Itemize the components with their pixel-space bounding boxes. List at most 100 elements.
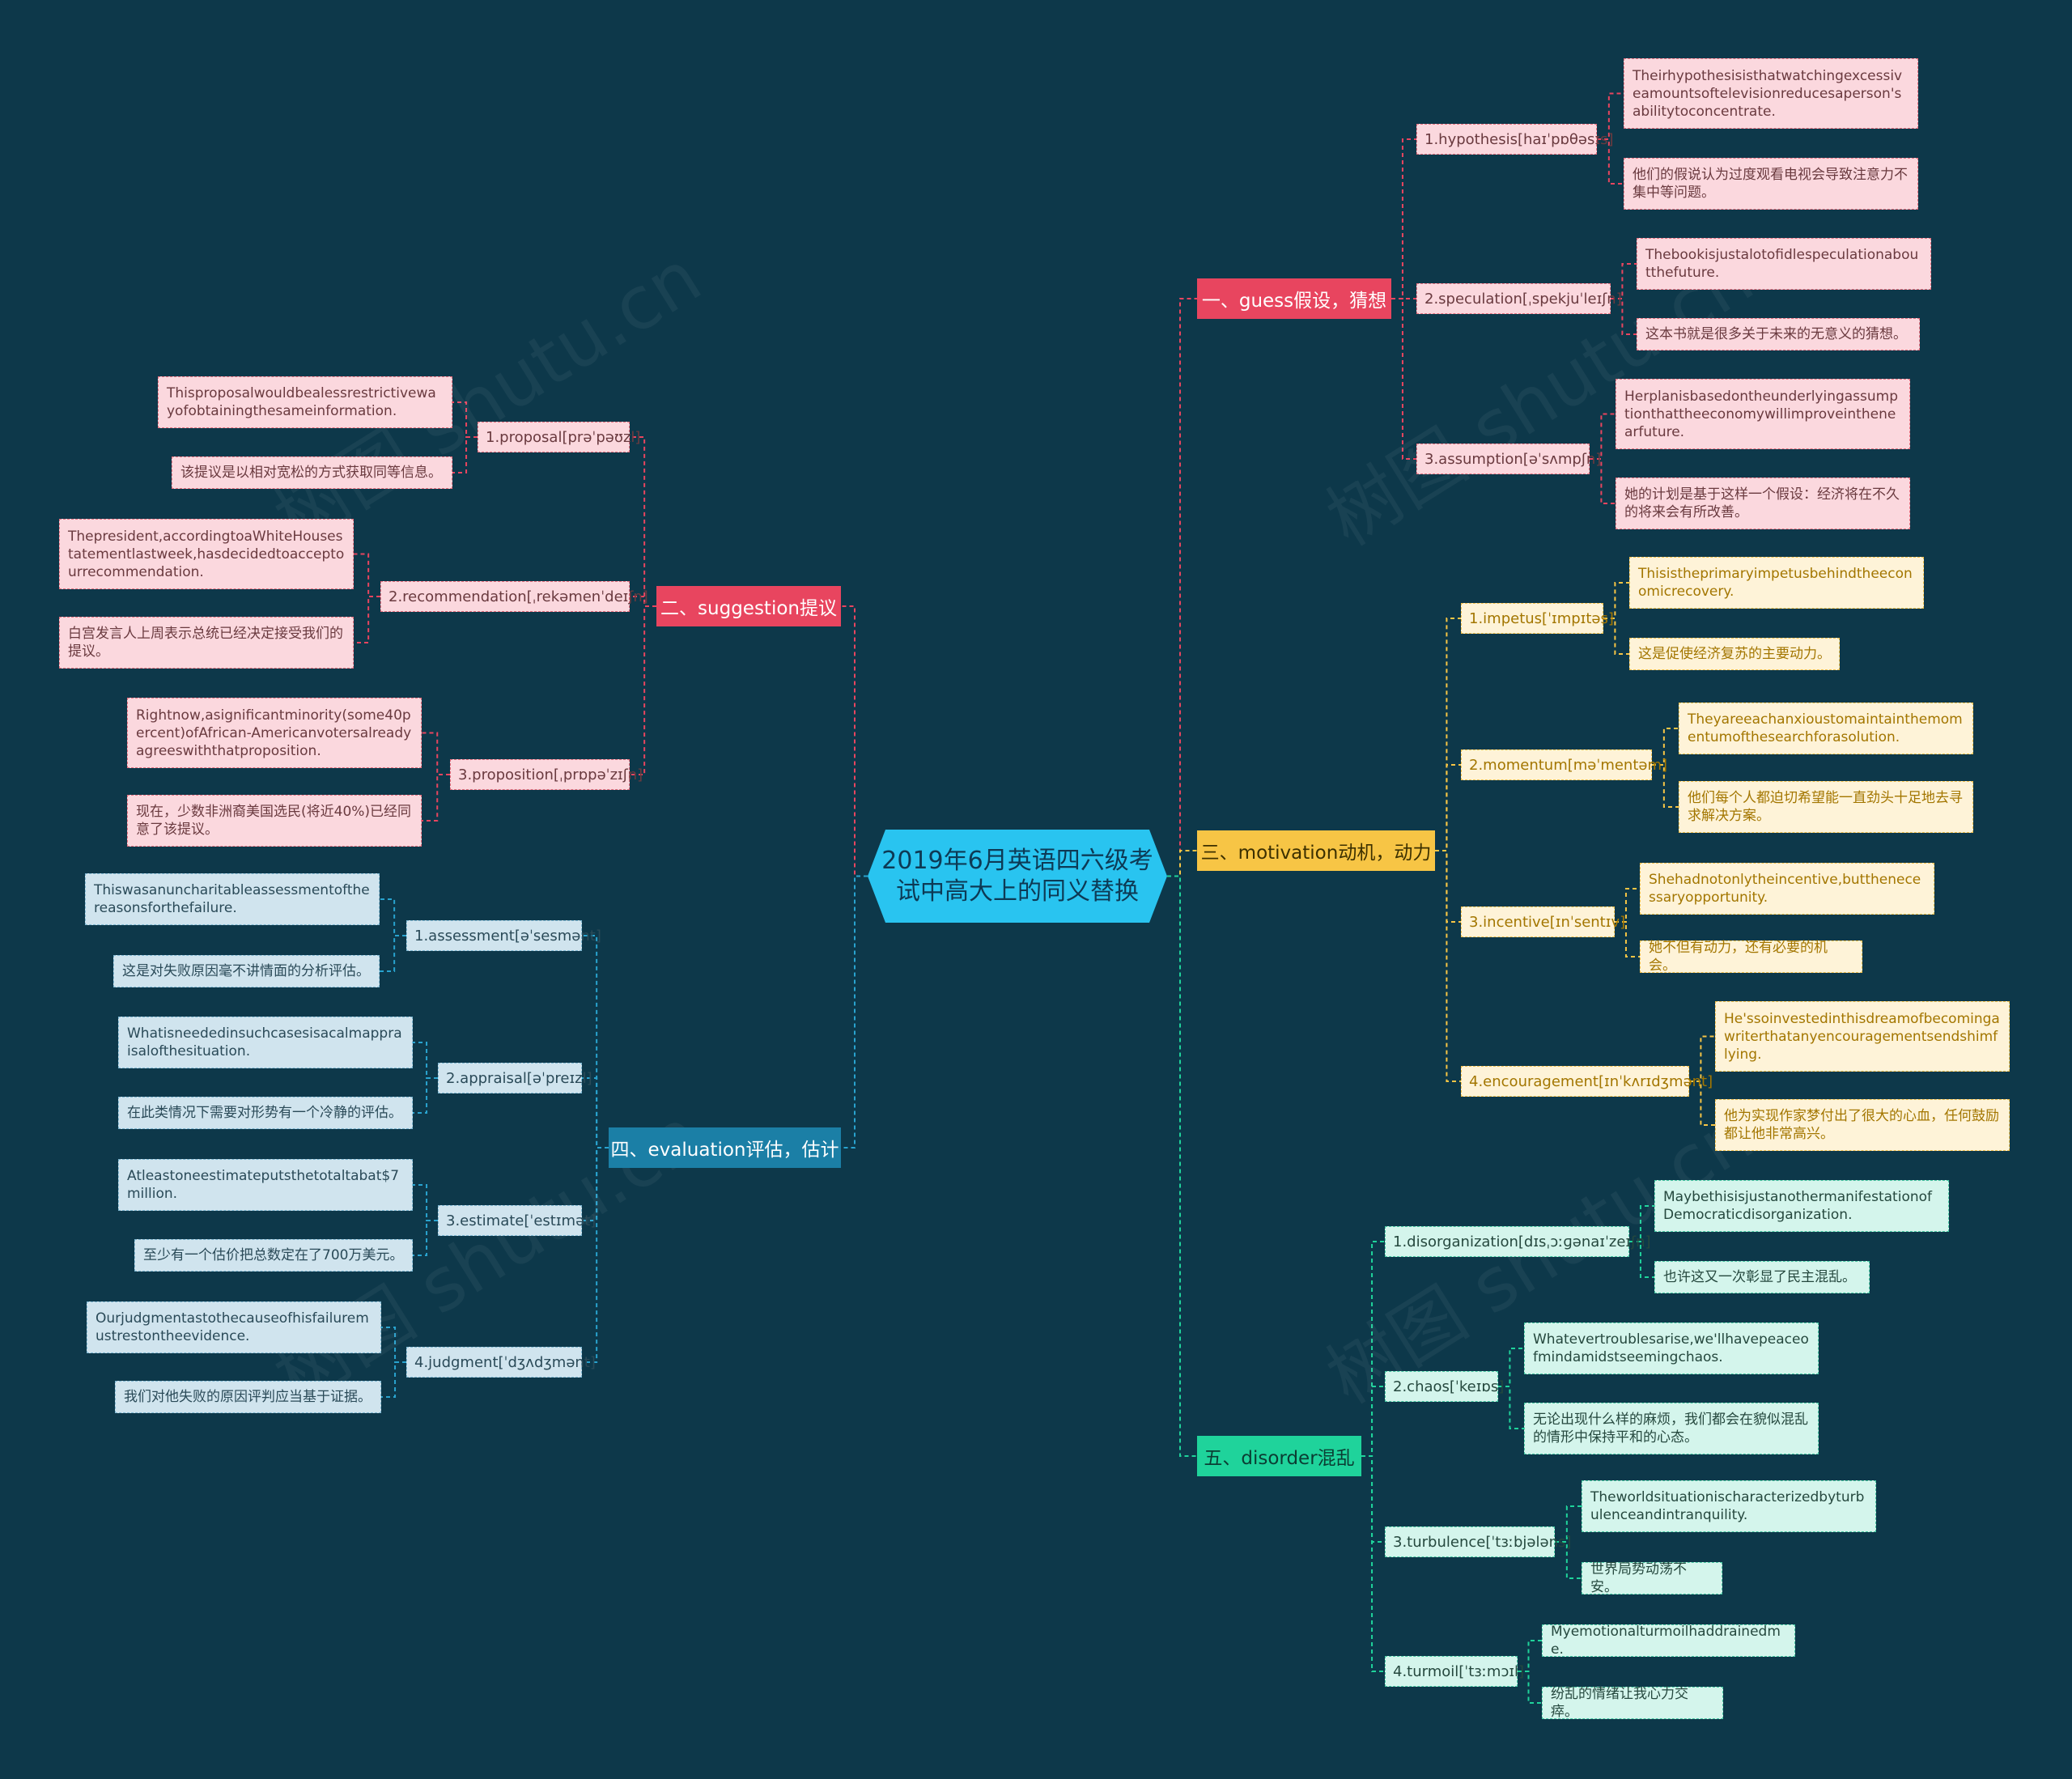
connector — [1652, 728, 1679, 766]
translation: 无论出现什么样的麻烦，我们都会在貌似混乱的情形中保持平和的心态。 — [1524, 1403, 1819, 1454]
term-impetus[interactable]: 1.impetus[ˈɪmpɪtəs] — [1461, 603, 1614, 634]
connector — [630, 436, 656, 607]
example-sentence: He'ssoinvestedinthisdreamofbecomingawrit… — [1715, 1001, 2010, 1072]
term-hypothesis[interactable]: 1.hypothesis[haɪˈpɒθəsɪs] — [1416, 124, 1613, 155]
translation: 在此类情况下需要对形势有一个冷静的评估。 — [118, 1097, 413, 1129]
branch-evaluation[interactable]: 四、evaluation评估，估计 — [609, 1127, 841, 1168]
connector — [1167, 850, 1197, 877]
connector — [1361, 1241, 1385, 1457]
branch-disorder[interactable]: 五、disorder混乱 — [1197, 1436, 1361, 1476]
connector — [413, 1077, 438, 1114]
connector — [1555, 1541, 1582, 1579]
connector — [1391, 138, 1416, 299]
connector — [1615, 888, 1640, 923]
example-sentence: Thisistheprimaryimpetusbehindtheeconomic… — [1629, 557, 1924, 609]
example-sentence: Herplanisbasedontheunderlyingassumptiont… — [1616, 379, 1910, 449]
connector — [582, 1077, 609, 1148]
term-momentum[interactable]: 2.momentum[məˈmentəm] — [1461, 749, 1667, 780]
translation: 她不但有动力，还有必要的机会。 — [1640, 940, 1862, 974]
term-incentive[interactable]: 3.incentive[ɪnˈsentɪv] — [1461, 906, 1625, 937]
connector — [1629, 1205, 1654, 1242]
term-turmoil[interactable]: 4.turmoil[ˈtɜːmɔɪl] — [1385, 1656, 1524, 1687]
connector — [1435, 618, 1461, 851]
connector — [1603, 618, 1629, 655]
connector — [1611, 263, 1637, 299]
connector — [582, 1147, 609, 1221]
translation: 这是对失败原因毫不讲情面的分析评估。 — [113, 955, 380, 987]
term-speculation[interactable]: 2.speculation[ˌspekjuˈleɪʃn] — [1416, 283, 1622, 314]
connector — [1391, 298, 1416, 460]
connector — [1555, 1505, 1582, 1543]
example-sentence: Whatevertroublesarise,we'llhavepeaceofmi… — [1524, 1323, 1819, 1374]
term-proposal[interactable]: 1.proposal[prəˈpəʊzl] — [478, 422, 640, 452]
translation: 至少有一个估价把总数定在了700万美元。 — [134, 1239, 413, 1272]
term-assumption[interactable]: 3.assumption[əˈsʌmpʃn] — [1416, 444, 1601, 474]
connector — [452, 401, 478, 438]
connector — [381, 1361, 406, 1398]
example-sentence: Theyareeachanxioustomaintainthemomentumo… — [1679, 703, 1973, 754]
term-appraisal[interactable]: 2.appraisal[əˈpreɪzl] — [438, 1063, 592, 1093]
connector — [381, 1327, 406, 1363]
translation: 世界局势动荡不安。 — [1582, 1561, 1722, 1595]
branch-guess[interactable]: 一、guess假设，猜想 — [1197, 278, 1391, 319]
branch-suggestion[interactable]: 二、suggestion提议 — [656, 586, 841, 626]
connector — [630, 596, 656, 607]
branch-motivation[interactable]: 三、motivation动机，动力 — [1197, 830, 1435, 871]
connector — [413, 1184, 438, 1221]
connector — [422, 732, 450, 775]
connector — [841, 875, 868, 1148]
example-sentence: Atleastoneestimateputsthetotaltabat$7mil… — [118, 1159, 413, 1211]
connector — [354, 553, 380, 597]
example-sentence: Whatisneededinsuchcasesisacalmappraisalo… — [118, 1017, 413, 1068]
translation: 他们的假说认为过度观看电视会导致注意力不集中等问题。 — [1624, 158, 1918, 210]
translation: 这是促使经济复苏的主要动力。 — [1629, 638, 1840, 670]
term-encouragement[interactable]: 4.encouragement[ɪnˈkʌrɪdʒmənt] — [1461, 1066, 1713, 1097]
example-sentence: Thiswasanuncharitableassessmentofthereas… — [85, 873, 380, 925]
example-sentence: Thepresident,accordingtoaWhiteHousestate… — [59, 519, 354, 589]
connector — [841, 605, 868, 877]
connector — [354, 596, 380, 643]
connector — [1435, 850, 1461, 1082]
term-judgment[interactable]: 4.judgment[ˈdʒʌdʒmənt] — [406, 1347, 596, 1378]
connector — [1498, 1386, 1524, 1429]
connector — [380, 898, 406, 936]
example-sentence: Thisproposalwouldbealessrestrictivewayof… — [158, 376, 452, 428]
term-estimate[interactable]: 3.estimate[ˈestɪmət] — [438, 1205, 596, 1236]
connector — [1652, 764, 1679, 808]
translation: 他们每个人都迫切希望能一直劲头十足地去寻求解决方案。 — [1679, 781, 1973, 833]
example-sentence: Ourjudgmentastothecauseofhisfailuremustr… — [87, 1301, 381, 1353]
example-sentence: Shehadnotonlytheincentive,butthenecessar… — [1640, 863, 1934, 915]
connector — [413, 1220, 438, 1256]
translation: 纷乱的情绪让我心力交瘁。 — [1542, 1686, 1723, 1720]
term-disorganization[interactable]: 1.disorganization[dɪsˌɔːɡənaɪˈzeɪʃn] — [1385, 1226, 1651, 1257]
connector — [1615, 921, 1640, 957]
term-turbulence[interactable]: 3.turbulence[ˈtɜːbjələns] — [1385, 1526, 1571, 1557]
connector — [1361, 1386, 1385, 1457]
term-proposition[interactable]: 3.proposition[ˌprɒpəˈzɪʃn] — [450, 759, 643, 790]
connector — [1435, 850, 1461, 923]
connector — [1603, 582, 1629, 619]
example-sentence: Myemotionalturmoilhaddrainedme. — [1542, 1624, 1795, 1658]
connector — [452, 436, 478, 473]
connector — [582, 935, 609, 1148]
translation: 也许这又一次彰显了民主混乱。 — [1654, 1261, 1870, 1293]
example-sentence: Theirhypothesisisthatwatchingexcessiveam… — [1624, 58, 1918, 129]
term-assessment[interactable]: 1.assessment[əˈsesmənt] — [406, 920, 601, 951]
connector — [422, 774, 450, 822]
connector — [1167, 298, 1197, 877]
connector — [1361, 1455, 1385, 1543]
example-sentence: Rightnow,asignificantminority(some40perc… — [127, 698, 422, 768]
term-recommendation[interactable]: 2.recommendation[ˌrekəmenˈdeɪʃn] — [380, 581, 648, 612]
translation: 现在，少数非洲裔美国选民(将近40%)已经同意了该提议。 — [127, 795, 422, 847]
connector — [413, 1042, 438, 1079]
translation: 她的计划是基于这样一个假设：经济将在不久的将来会有所改善。 — [1616, 478, 1910, 529]
term-chaos[interactable]: 2.chaos[ˈkeɪɒs] — [1385, 1371, 1504, 1402]
central-topic[interactable]: 2019年6月英语四六级考试中高大上的同义替换 — [868, 830, 1167, 923]
connector — [582, 1147, 609, 1363]
connector — [1361, 1455, 1385, 1672]
translation: 白宫发言人上周表示总统已经决定接受我们的提议。 — [59, 617, 354, 669]
connector — [1167, 875, 1197, 1457]
translation: 该提议是以相对宽松的方式获取同等信息。 — [172, 456, 452, 489]
connector — [1611, 298, 1637, 335]
